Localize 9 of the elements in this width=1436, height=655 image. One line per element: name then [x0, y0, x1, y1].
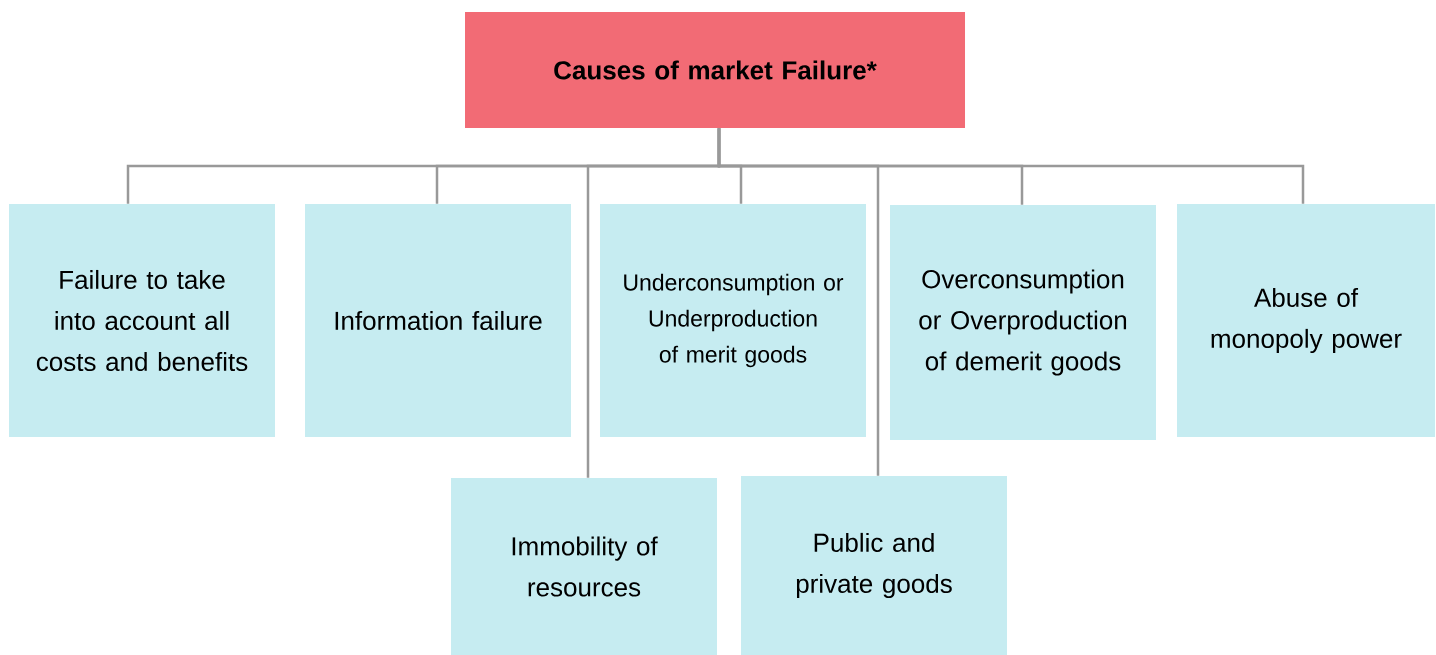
- cause-box: Immobility of resources: [451, 478, 717, 655]
- connector-line: [717, 128, 1305, 204]
- cause-box: Underconsumption or Underproduction of merit goods: [600, 204, 866, 437]
- cause-box: Abuse of monopoly power: [1177, 204, 1435, 437]
- cause-box: Failure to take into account all costs and benefits: [9, 204, 275, 437]
- cause-box: Overconsumption or Overproduction of demerit goods: [890, 205, 1156, 440]
- title-box: Causes of market Failure*: [465, 12, 965, 128]
- cause-box: Information failure: [305, 204, 571, 437]
- cause-box: Public and private goods: [741, 476, 1007, 655]
